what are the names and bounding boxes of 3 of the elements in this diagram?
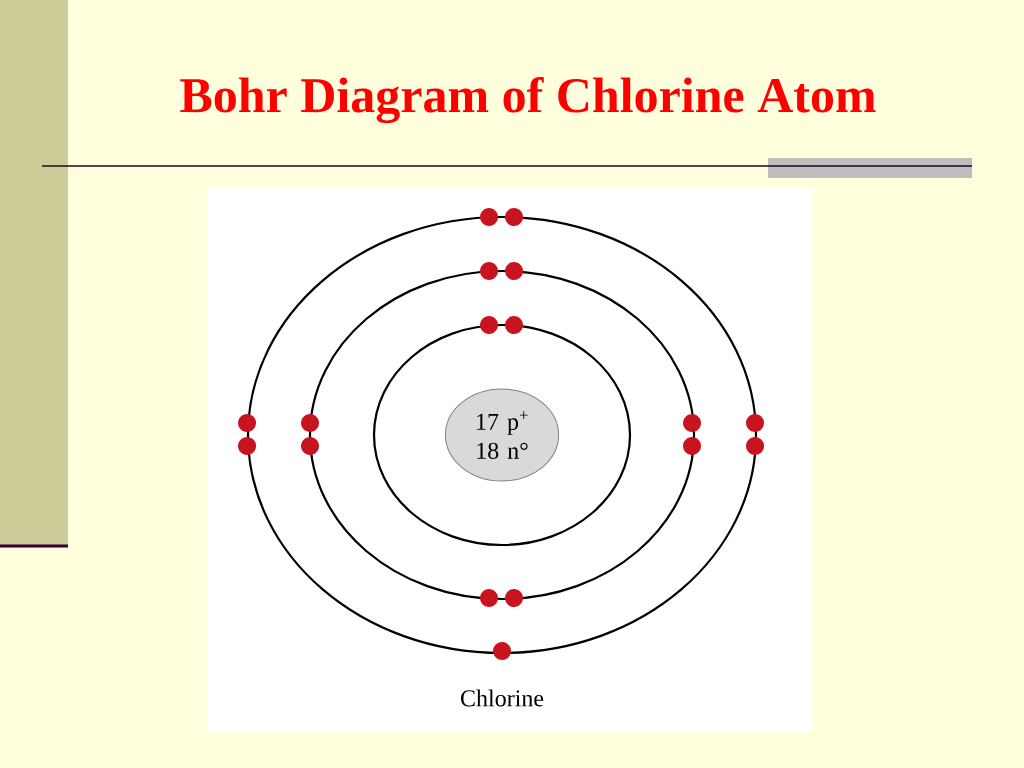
title: Bohr Diagram of Chlorine Atom	[180, 76, 876, 124]
nucleus: 17 p$^{+}$ 18 n°	[444, 388, 560, 482]
atom-name: Chlorine	[461, 689, 544, 707]
